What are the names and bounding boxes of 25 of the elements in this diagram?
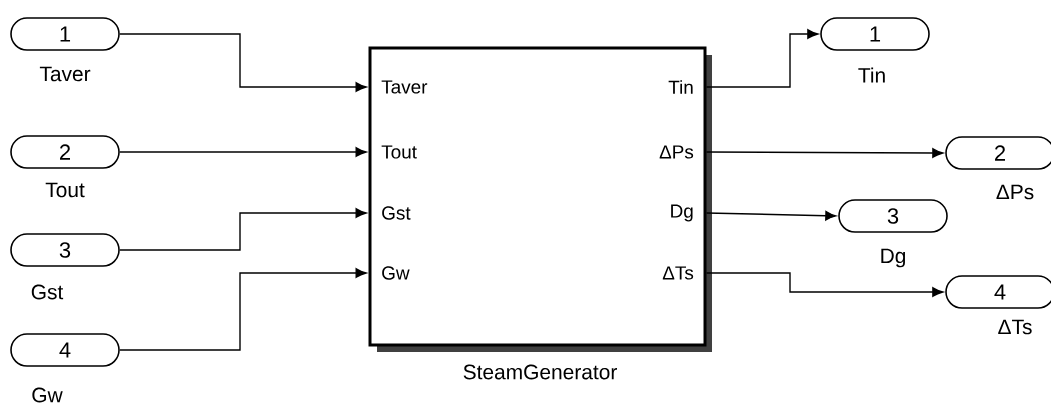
arrow	[705, 272, 944, 297]
arrow	[705, 29, 819, 88]
inport-block: 2	[10, 135, 120, 169]
block-name: ΔTs	[998, 319, 1032, 335]
outport-block: 4	[945, 275, 1051, 309]
block-name: Tout	[45, 182, 85, 198]
outport-block: 1	[820, 17, 930, 51]
inport-block: 1	[10, 17, 120, 51]
block-name: Gw	[32, 387, 63, 403]
inport-block: 4	[10, 333, 120, 367]
arrow	[119, 147, 367, 157]
outport-block: 2	[945, 136, 1051, 170]
block-name: Tin	[858, 67, 885, 83]
arrow	[119, 268, 367, 351]
arrow	[119, 208, 367, 251]
inport-block: 3	[10, 233, 120, 267]
block-name: Gst	[31, 284, 64, 300]
arrow	[705, 210, 837, 221]
block-name: SteamGenerator	[463, 364, 617, 380]
block-name: ΔPs	[996, 184, 1034, 200]
arrow	[119, 33, 367, 92]
outport-block: 3	[838, 199, 948, 233]
arrow	[705, 148, 944, 158]
block-name: Dg	[881, 248, 905, 268]
block-name: Taver	[39, 66, 91, 82]
